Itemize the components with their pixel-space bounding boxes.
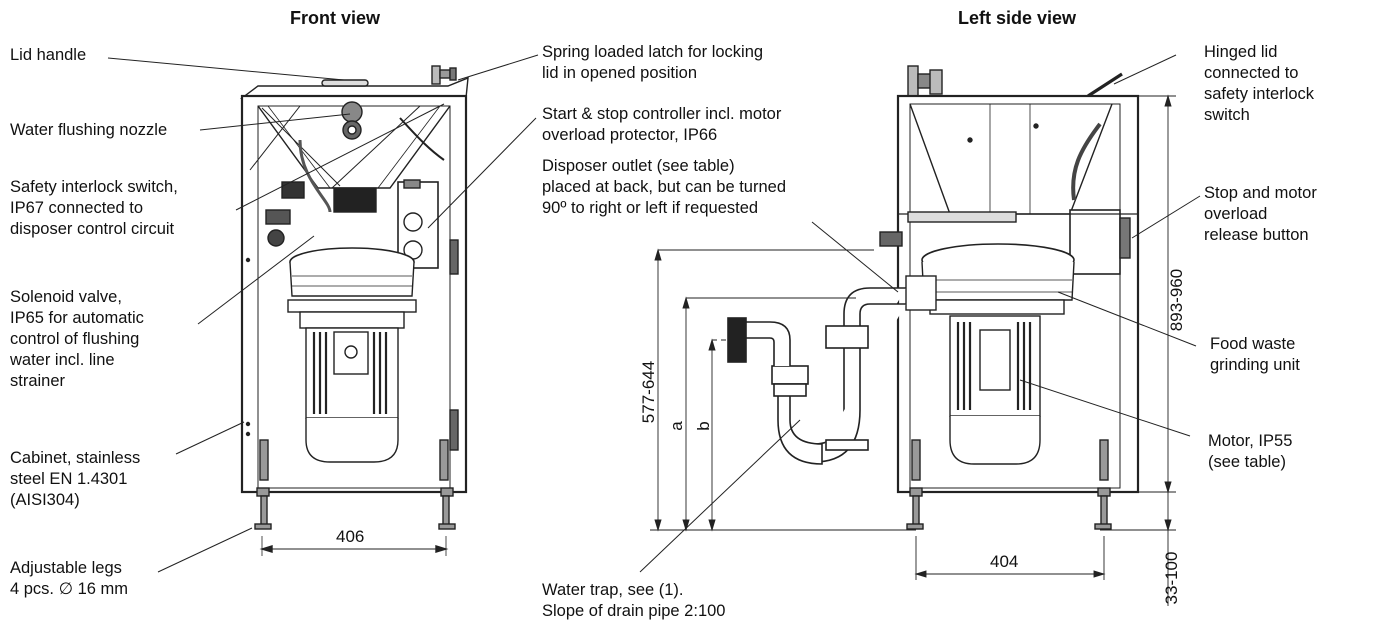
flush-nozzle-shape [341,101,363,123]
lid-handle-label: Lid handle [10,46,87,64]
side-view-drawing [727,65,1140,530]
stop-button-label: Stop and motor overload release button [1204,184,1317,244]
interlock-switch-label: Safety interlock switch, IP67 connected … [10,178,178,238]
side-legs-shape [906,439,1112,530]
front-legs-shape [254,439,456,530]
side-view-title: Left side view [958,8,1077,28]
lid-handle-shape [321,79,369,87]
outlet-height-dim: 577-644 [639,360,658,424]
spring-latch-shape [431,65,457,85]
height-total-dim: 893-960 [1167,268,1186,332]
dim-b: b [694,421,713,431]
front-view-drawing [239,65,469,556]
front-width-dim: 406 [336,527,365,546]
front-leader-lines [107,54,539,573]
side-dimension-lines [650,94,1176,606]
leg-height-dim: 33-100 [1162,551,1181,605]
disposer-outlet-label: Disposer outlet (see table) placed at ba… [542,157,787,217]
water-trap-shape [727,287,906,465]
water-trap-label: Water trap, see (1). Slope of drain pipe… [542,581,726,620]
side-width-dim: 404 [990,552,1019,571]
side-motor-shape [949,315,1041,465]
front-view-title: Front view [290,8,381,28]
motor-label: Motor, IP55 (see table) [1208,432,1293,471]
side-leader-lines [639,54,1201,573]
spring-latch-label: Spring loaded latch for locking lid in o… [542,43,764,82]
side-latch-shape [907,65,943,97]
cabinet-label: Cabinet, stainless steel EN 1.4301 (AISI… [10,449,141,509]
grinding-unit-label: Food waste grinding unit [1210,335,1300,374]
controller-label: Start & stop controller incl. motor over… [542,105,782,144]
dim-a: a [667,421,686,431]
solenoid-valve-label: Solenoid valve, IP65 for automatic contr… [10,288,144,390]
front-motor-shape [305,327,399,463]
adjustable-legs-label: Adjustable legs 4 pcs. ∅ 16 mm [10,559,128,598]
solenoid-valve-shape [267,229,285,247]
hinged-lid-label: Hinged lid connected to safety interlock… [1204,43,1315,124]
water-nozzle-label: Water flushing nozzle [10,121,168,139]
